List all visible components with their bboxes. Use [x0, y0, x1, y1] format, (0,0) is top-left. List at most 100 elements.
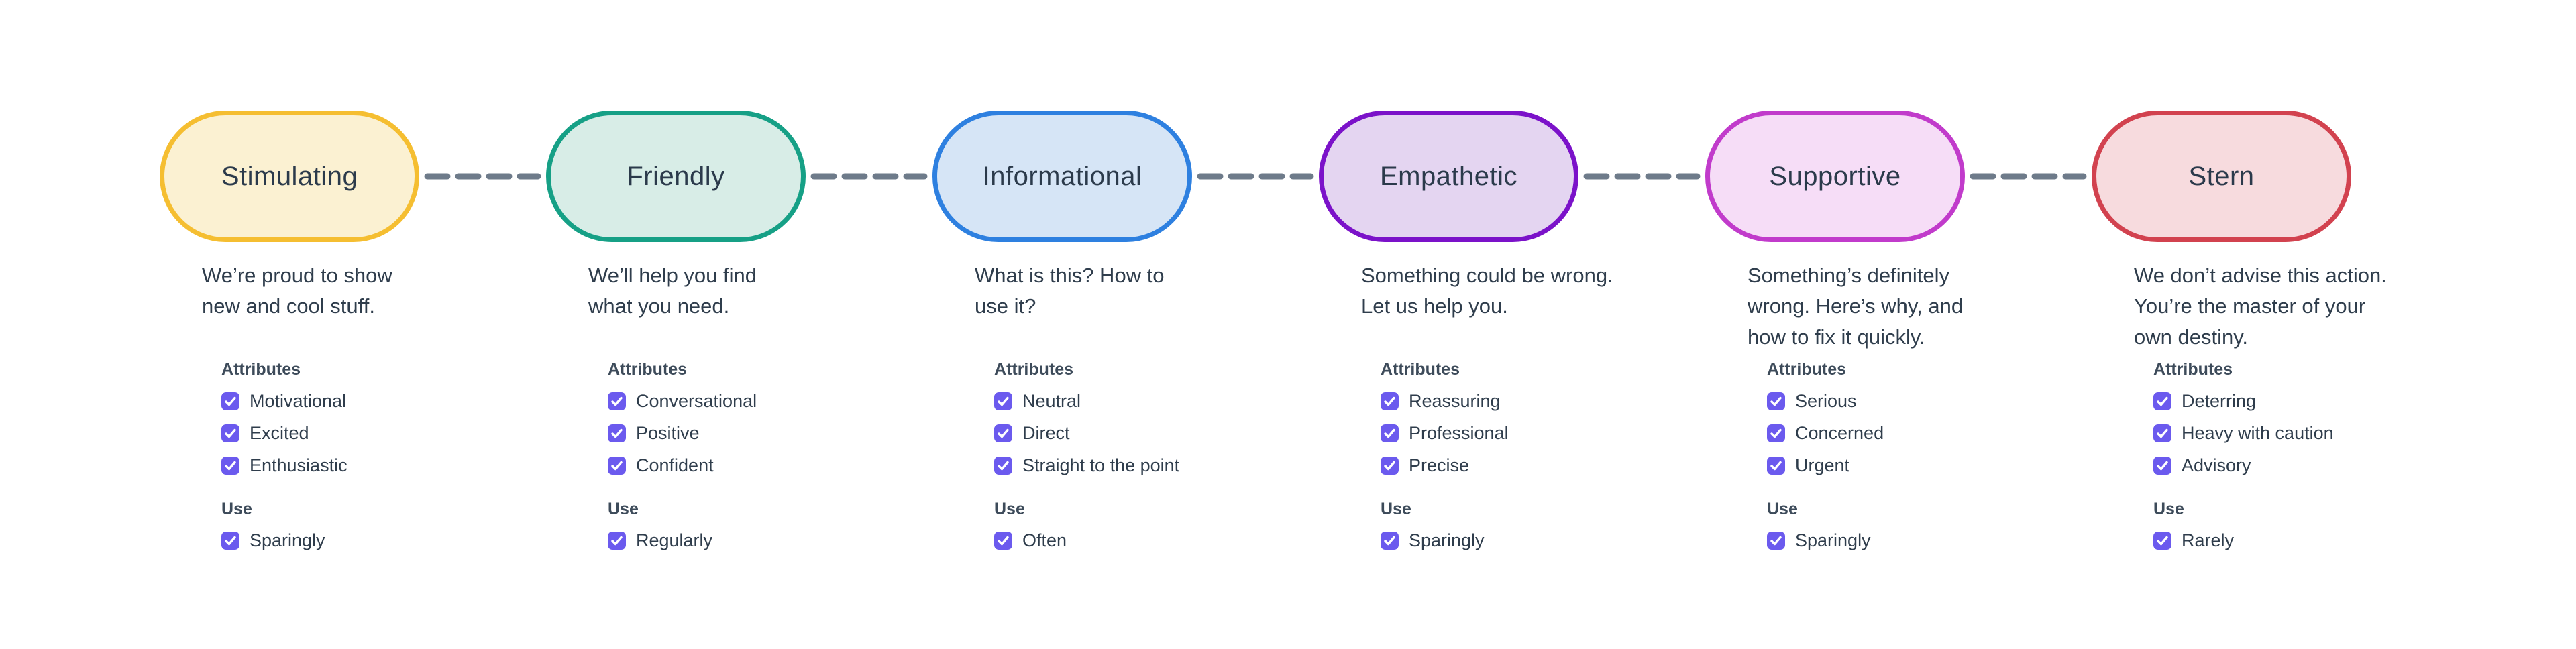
checkmark-icon	[1384, 396, 1395, 406]
checkbox-label: Conversational	[636, 390, 757, 411]
checkbox[interactable]	[994, 531, 1012, 550]
checkbox-label: Enthusiastic	[250, 455, 347, 475]
tone-pill-label: Stern	[2188, 161, 2255, 191]
checkbox-label: Often	[1022, 530, 1067, 550]
use-section: Use Sparingly	[1767, 499, 1871, 556]
checkbox-row: Concerned	[1767, 417, 1884, 449]
checkmark-icon	[1384, 536, 1395, 545]
checkbox[interactable]	[1381, 456, 1399, 475]
checkmark-icon	[2157, 536, 2168, 545]
checkbox-row: Direct	[994, 417, 1179, 449]
checkmark-icon	[998, 428, 1009, 438]
tone-pill-label: Supportive	[1769, 161, 1901, 191]
checkbox[interactable]	[608, 424, 626, 442]
checkbox-label: Straight to the point	[1022, 455, 1180, 475]
checkbox-label: Neutral	[1022, 390, 1081, 411]
checkmark-icon	[2157, 461, 2168, 470]
tone-description: What is this? How to use it?	[975, 263, 1165, 318]
checkbox[interactable]	[2153, 392, 2171, 410]
checkbox[interactable]	[608, 531, 626, 550]
use-list: Sparingly	[221, 524, 325, 556]
checkbox[interactable]	[221, 424, 239, 442]
checkbox-row: Straight to the point	[994, 449, 1179, 481]
checkbox-row: Professional	[1381, 417, 1509, 449]
use-section: Use Sparingly	[221, 499, 325, 556]
checkbox-row: Excited	[221, 417, 347, 449]
checkbox[interactable]	[221, 456, 239, 475]
tone-column-empathetic: Empathetic Something could be wrong. Let…	[1319, 111, 1654, 593]
tone-column-friendly: Friendly We’ll help you find what you ne…	[546, 111, 881, 593]
use-list: Rarely	[2153, 524, 2234, 556]
checkbox-label: Advisory	[2182, 455, 2251, 475]
checkmark-icon	[1770, 536, 1782, 545]
checkbox-label: Regularly	[636, 530, 713, 550]
checkbox[interactable]	[1381, 531, 1399, 550]
checkbox-row: Sparingly	[1381, 524, 1485, 556]
checkbox-row: Urgent	[1767, 449, 1884, 481]
checkmark-icon	[225, 536, 236, 545]
checkmark-icon	[1770, 396, 1782, 406]
checkbox[interactable]	[1381, 424, 1399, 442]
attributes-heading: Attributes	[2153, 360, 2233, 379]
tone-pill: Empathetic	[1319, 111, 1578, 242]
tone-pill: Stimulating	[160, 111, 419, 242]
tone-pill: Friendly	[546, 111, 806, 242]
checkbox[interactable]	[994, 456, 1012, 475]
checkbox[interactable]	[608, 392, 626, 410]
use-section: Use Sparingly	[1381, 499, 1485, 556]
checkbox-row: Regularly	[608, 524, 712, 556]
checkbox[interactable]	[221, 392, 239, 410]
checkbox-label: Positive	[636, 422, 700, 443]
checkbox[interactable]	[994, 392, 1012, 410]
tone-pill-label: Informational	[982, 161, 1142, 191]
checkbox[interactable]	[994, 424, 1012, 442]
tone-column-supportive: Supportive Something’s definitely wrong.…	[1705, 111, 2041, 593]
use-heading: Use	[221, 499, 252, 518]
checkbox-row: Enthusiastic	[221, 449, 347, 481]
checkbox-label: Heavy with caution	[2182, 422, 2334, 443]
checkbox-row: Sparingly	[1767, 524, 1871, 556]
checkbox-row: Rarely	[2153, 524, 2234, 556]
tone-description: Something could be wrong. Let us help yo…	[1361, 263, 1613, 318]
checkbox-label: Excited	[250, 422, 309, 443]
checkmark-icon	[998, 461, 1009, 470]
checkbox[interactable]	[2153, 531, 2171, 550]
tone-pill: Informational	[932, 111, 1192, 242]
checkbox[interactable]	[2153, 456, 2171, 475]
checkbox-row: Conversational	[608, 385, 757, 417]
checkbox[interactable]	[1767, 392, 1785, 410]
checkbox-row: Motivational	[221, 385, 347, 417]
checkbox[interactable]	[608, 456, 626, 475]
checkbox[interactable]	[1767, 531, 1785, 550]
tone-pill-label: Stimulating	[221, 161, 358, 191]
tone-pill-label: Empathetic	[1379, 161, 1518, 191]
checkbox-label: Precise	[1409, 455, 1470, 475]
checkbox[interactable]	[1381, 392, 1399, 410]
connector-dashed-line	[1578, 167, 1705, 186]
tone-pill: Stern	[2092, 111, 2351, 242]
checkbox-row: Precise	[1381, 449, 1509, 481]
tone-description: We’re proud to show new and cool stuff.	[202, 263, 392, 318]
checkmark-icon	[1770, 461, 1782, 470]
attributes-heading: Attributes	[994, 360, 1074, 379]
checkbox-label: Motivational	[250, 390, 347, 411]
checkbox-label: Concerned	[1795, 422, 1884, 443]
checkbox-label: Sparingly	[1795, 530, 1871, 550]
use-heading: Use	[608, 499, 639, 518]
checkbox[interactable]	[1767, 424, 1785, 442]
tone-description: We don’t advise this action. You’re the …	[2134, 263, 2387, 349]
checkbox[interactable]	[1767, 456, 1785, 475]
checkbox[interactable]	[2153, 424, 2171, 442]
checkbox-row: Heavy with caution	[2153, 417, 2334, 449]
connector-dashed-line	[419, 167, 546, 186]
checkbox-label: Rarely	[2182, 530, 2235, 550]
checkbox[interactable]	[221, 531, 239, 550]
use-section: Use Often	[994, 499, 1067, 556]
